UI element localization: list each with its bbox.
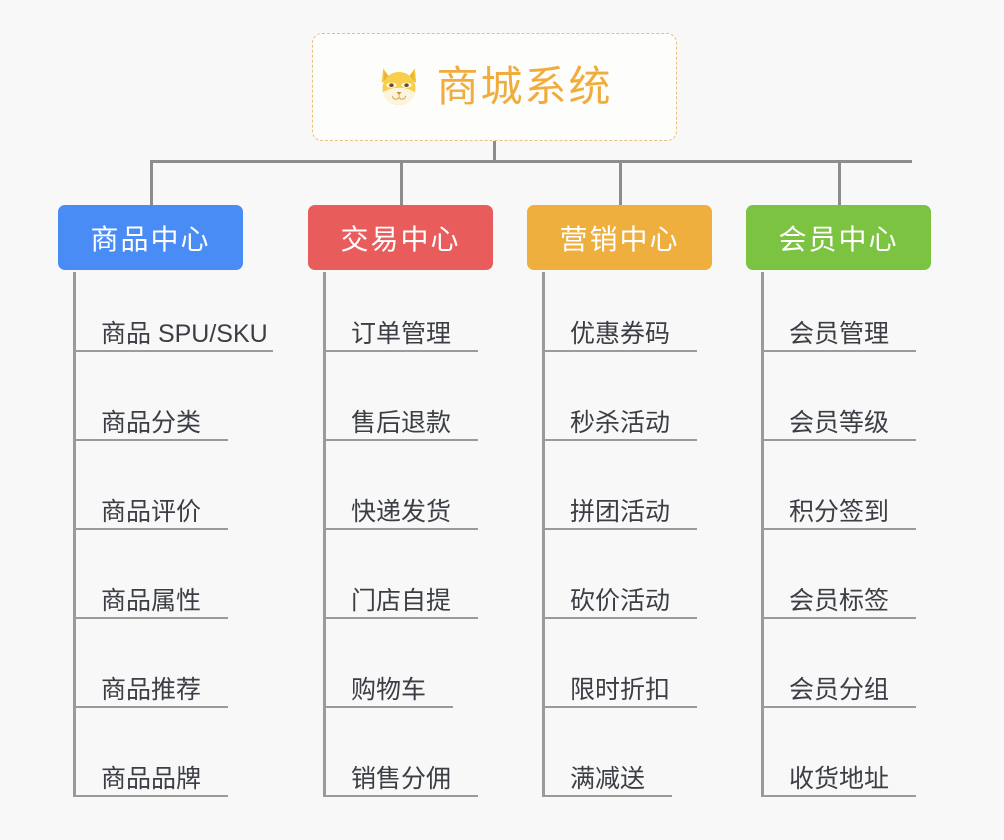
leaf-underline (761, 350, 916, 352)
category-label: 商品中心 (90, 223, 211, 255)
leaf-label: 会员标签 (789, 587, 890, 615)
connector-drop-2 (400, 160, 403, 205)
connector-root-stem (493, 141, 496, 161)
leaf-label: 销售分佣 (351, 765, 452, 793)
leaf-label: 快递发货 (351, 498, 452, 526)
category-box-1[interactable]: 商品中心 (58, 205, 243, 270)
leaf-underline (73, 350, 273, 352)
leaf-label: 商品品牌 (101, 765, 202, 793)
category-box-4[interactable]: 会员中心 (746, 205, 931, 270)
leaf-label: 会员管理 (789, 320, 890, 348)
leaf-underline (73, 706, 228, 708)
leaf-underline (761, 795, 916, 797)
leaf-underline (323, 795, 478, 797)
leaf-underline (542, 706, 697, 708)
leaf-underline (542, 350, 697, 352)
leaf-underline (323, 617, 478, 619)
category-label: 会员中心 (778, 223, 899, 255)
leaf-label: 优惠券码 (570, 320, 671, 348)
leaf-label: 订单管理 (351, 320, 452, 348)
leaf-underline (323, 439, 478, 441)
shiba-dog-icon (382, 68, 417, 107)
connector-drop-1 (150, 160, 153, 205)
leaf-label: 门店自提 (351, 587, 452, 615)
category-label: 交易中心 (340, 223, 461, 255)
leaf-underline (323, 528, 478, 530)
leaf-label: 拼团活动 (570, 498, 671, 526)
leaf-label: 商品 SPU/SKU (101, 320, 268, 348)
branch-trunk (542, 272, 545, 797)
leaf-label: 商品属性 (101, 587, 202, 615)
category-label: 营销中心 (559, 223, 680, 255)
leaf-underline (323, 350, 478, 352)
connector-drop-3 (619, 160, 622, 205)
leaf-underline (73, 617, 228, 619)
category-box-3[interactable]: 营销中心 (527, 205, 712, 270)
leaf-label: 商品评价 (101, 498, 202, 526)
branch-trunk (761, 272, 764, 797)
leaf-underline (761, 528, 916, 530)
leaf-label: 限时折扣 (570, 676, 671, 704)
leaf-label: 购物车 (351, 676, 427, 704)
leaf-label: 积分签到 (789, 498, 890, 526)
leaf-label: 收货地址 (789, 765, 890, 793)
root-node[interactable]: 商城系统 (312, 33, 677, 141)
leaf-label: 商品分类 (101, 409, 202, 437)
leaf-label: 砍价活动 (570, 587, 671, 615)
leaf-label: 会员分组 (789, 676, 890, 704)
leaf-underline (761, 439, 916, 441)
leaf-label: 商品推荐 (101, 676, 202, 704)
leaf-underline (73, 795, 228, 797)
leaf-underline (73, 439, 228, 441)
leaf-underline (73, 528, 228, 530)
connector-drop-4 (838, 160, 841, 205)
category-box-2[interactable]: 交易中心 (308, 205, 493, 270)
leaf-underline (323, 706, 453, 708)
leaf-label: 售后退款 (351, 409, 452, 437)
leaf-underline (542, 617, 697, 619)
leaf-underline (542, 528, 697, 530)
leaf-underline (761, 617, 916, 619)
leaf-label: 满减送 (570, 765, 646, 793)
leaf-label: 会员等级 (789, 409, 890, 437)
leaf-underline (542, 439, 697, 441)
leaf-underline (761, 706, 916, 708)
leaf-underline (542, 795, 672, 797)
root-title: 商城系统 (436, 63, 613, 110)
connector-horizontal-bus (150, 160, 912, 163)
branch-trunk (73, 272, 76, 797)
leaf-label: 秒杀活动 (570, 409, 671, 437)
branch-trunk (323, 272, 326, 797)
